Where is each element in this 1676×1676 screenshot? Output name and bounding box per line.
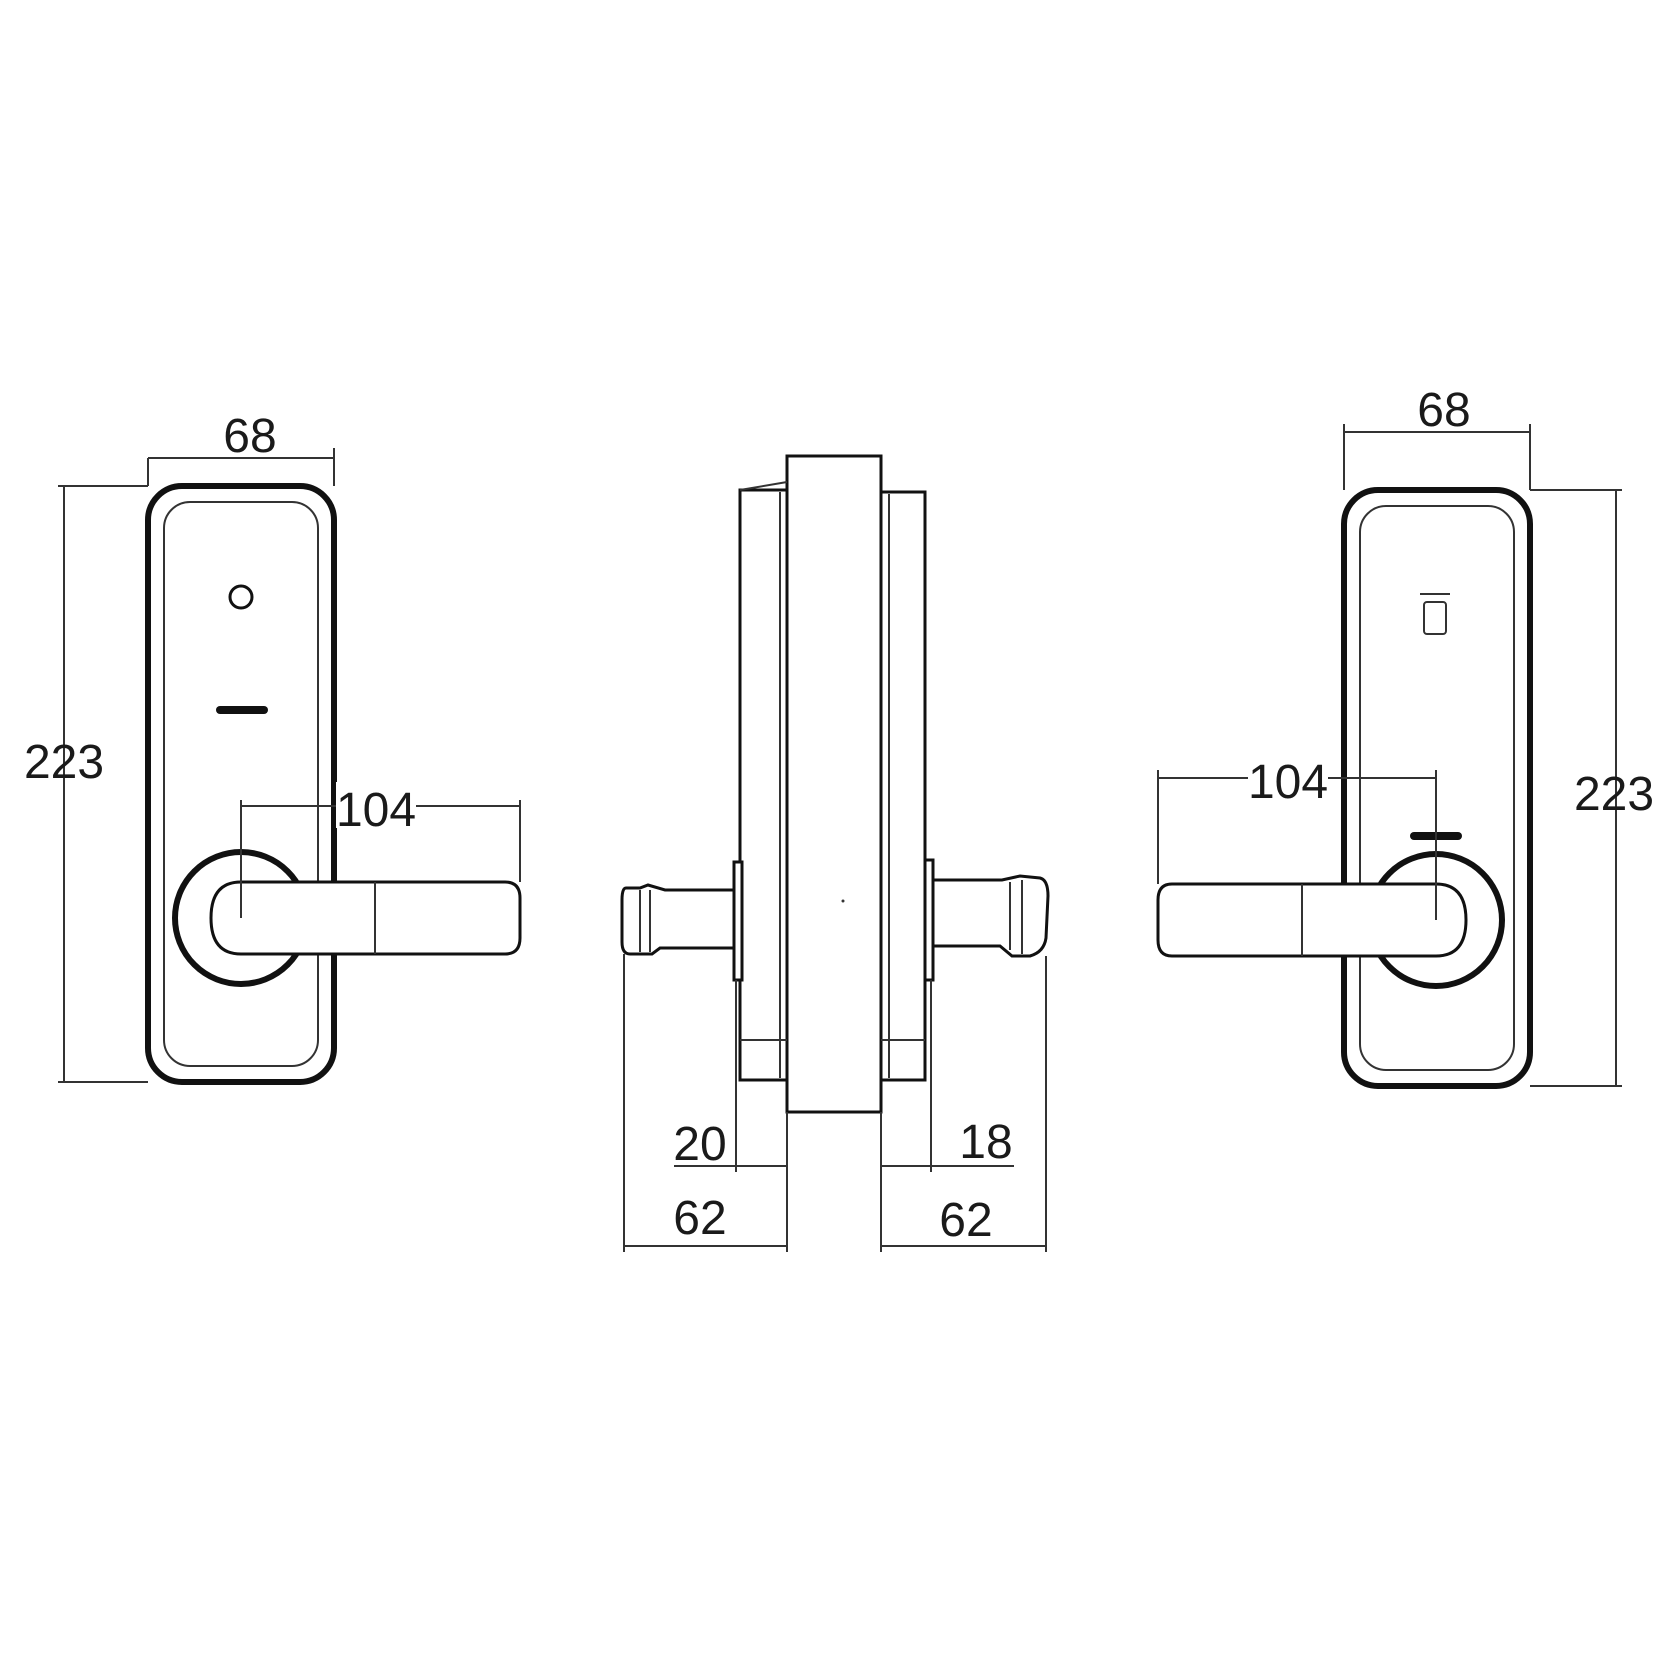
front-escutcheon-outer	[145, 483, 337, 1085]
back-handle-label-bg	[1248, 754, 1328, 800]
side-door-mark	[841, 899, 845, 903]
front-handle-label: 104	[336, 784, 416, 837]
door-slab	[785, 454, 883, 1114]
back-escutcheon-inner	[1359, 505, 1515, 1071]
back-width-label: 68	[1417, 384, 1470, 437]
front-view: 68 223 104	[24, 410, 522, 1085]
side-right-proj-label: 62	[939, 1194, 992, 1247]
side-left-body-cap-top	[739, 481, 788, 491]
side-right-lever	[931, 874, 1050, 958]
side-right-body	[879, 490, 927, 1082]
front-handle-label-bg	[336, 782, 416, 828]
back-view: 68 223 104	[1156, 384, 1654, 1089]
back-escutcheon-outer	[1341, 487, 1533, 1089]
side-left-proj-label: 62	[673, 1192, 726, 1245]
card-reader-icon	[1420, 593, 1450, 635]
back-height-label: 223	[1574, 768, 1654, 821]
keyhole-icon	[228, 584, 254, 610]
side-left-rose-label: 20	[673, 1118, 726, 1171]
side-view: 20 18 62 62	[620, 454, 1050, 1252]
side-right-rose-label: 18	[959, 1116, 1012, 1169]
front-width-label: 68	[223, 410, 276, 463]
front-height-label: 223	[24, 736, 104, 789]
front-escutcheon-inner	[163, 501, 319, 1067]
side-left-lever	[620, 883, 736, 956]
front-lever-handle	[209, 880, 522, 956]
status-indicator	[216, 706, 268, 714]
back-lever-handle	[1156, 882, 1468, 958]
back-handle-label: 104	[1248, 756, 1328, 809]
